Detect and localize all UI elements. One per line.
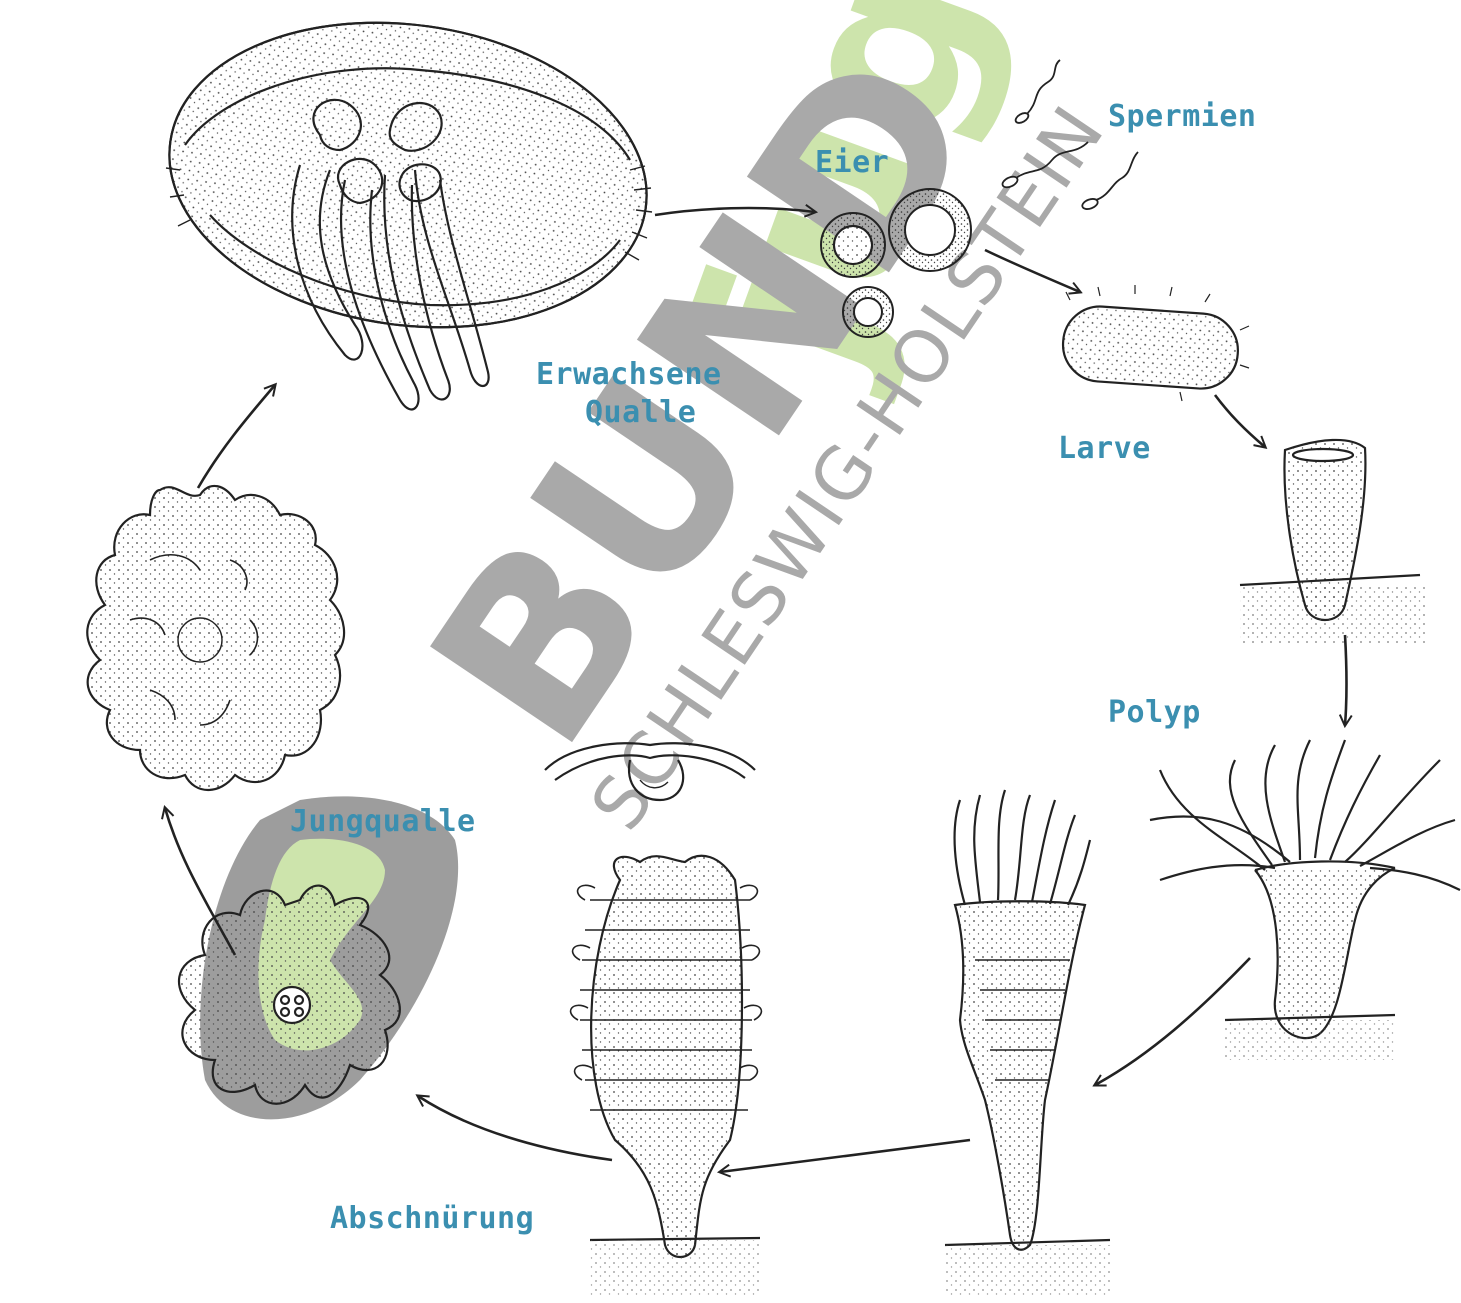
arrow-larva-to-settled xyxy=(1215,395,1265,447)
arrow-segmenting-to-strobila xyxy=(720,1140,970,1172)
label-sperm: Spermien xyxy=(1108,100,1257,134)
label-adult-line2: Qualle xyxy=(585,396,696,430)
polyp-segmenting-illustration xyxy=(945,790,1110,1295)
label-adult-line1: Erwachsene xyxy=(536,358,722,392)
arrow-young-to-adult xyxy=(198,385,275,488)
settled-larva-illustration xyxy=(1240,440,1425,645)
young-medusa-illustration xyxy=(87,486,344,790)
label-polyp: Polyp xyxy=(1108,696,1201,730)
arrow-settled-to-polyp xyxy=(1345,635,1347,725)
larva-illustration xyxy=(1061,285,1249,401)
label-larva: Larve xyxy=(1058,432,1151,466)
label-strobila: Abschnürung xyxy=(330,1202,534,1236)
strobila-illustration xyxy=(571,856,762,1295)
label-young: Jungqualle xyxy=(290,805,476,839)
label-eggs: Eier xyxy=(815,146,889,180)
arrow-strobila-to-ephyra xyxy=(418,1096,612,1160)
